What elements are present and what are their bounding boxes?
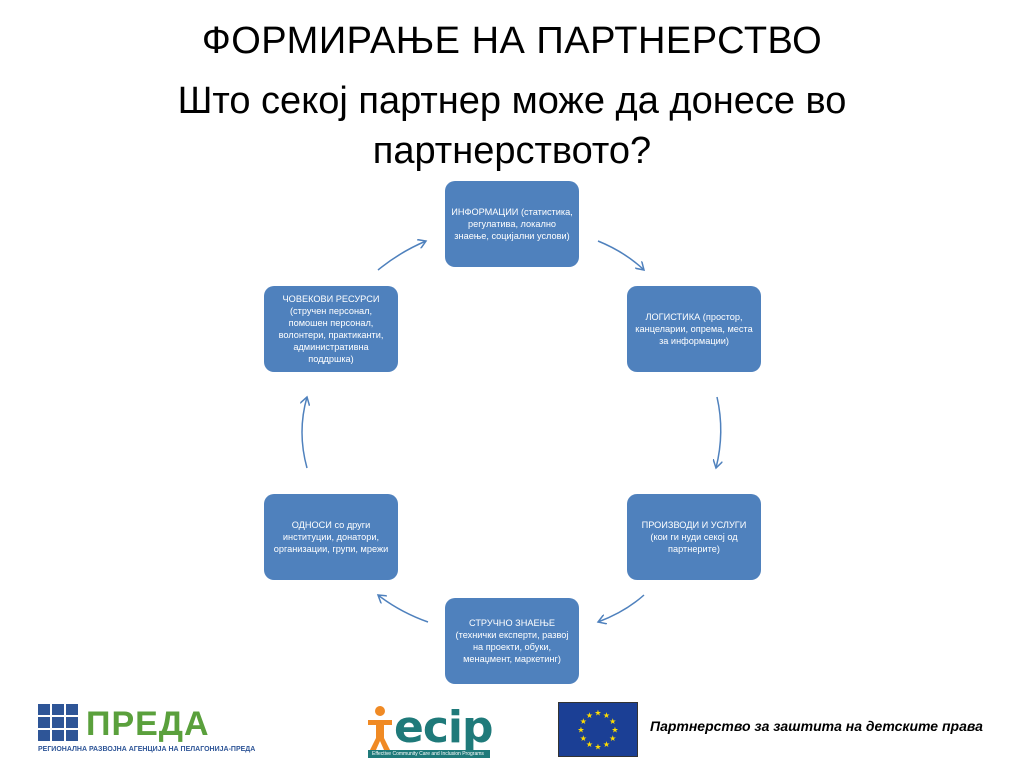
- star-icon: ★: [594, 743, 601, 752]
- preda-logo: ПРЕДА РЕГИОНАЛНА РАЗВОЈНА АГЕНЦИЈА НА ПЕ…: [38, 702, 255, 760]
- arrow-info-to-logistics: [597, 240, 644, 270]
- arrow-relations-to-human: [302, 397, 307, 469]
- star-icon: ★: [603, 711, 610, 720]
- ecip-logo: ecip Effective Community Care and Inclus…: [366, 702, 494, 760]
- node-human-resources: ЧОВЕКОВИ РЕСУРСИ (стручен персонал, помо…: [264, 286, 398, 372]
- preda-subtitle: РЕГИОНАЛНА РАЗВОЈНА АГЕНЦИЈА НА ПЕЛАГОНИ…: [38, 746, 256, 753]
- star-icon: ★: [603, 740, 610, 749]
- arrow-expertise-to-relations: [378, 595, 429, 623]
- star-icon: ★: [580, 734, 587, 743]
- arrow-products-to-expertise: [598, 594, 645, 622]
- slide-subtitle: Што секој партнер може да донесе во парт…: [177, 80, 847, 172]
- arrow-human-to-info: [377, 241, 426, 271]
- preda-name: ПРЕДА: [86, 705, 210, 743]
- ecip-name: ecip: [394, 702, 494, 753]
- node-expertise: СТРУЧНО ЗНАЕЊЕ (технички експерти, разво…: [445, 598, 579, 684]
- node-products-services: ПРОИЗВОДИ И УСЛУГИ (кои ги нуди секој од…: [627, 494, 761, 580]
- eu-flag-icon: ★★★★★★★★★★★★: [558, 702, 638, 757]
- node-logistics: ЛОГИСТИКА (простор, канцеларии, опрема, …: [627, 286, 761, 372]
- slide-title: ФОРМИРАЊЕ НА ПАРТНЕРСТВО: [201, 20, 823, 62]
- node-information: ИНФОРМАЦИИ (статистика, регулатива, лока…: [445, 181, 579, 267]
- star-icon: ★: [580, 717, 587, 726]
- person-icon: [368, 706, 392, 750]
- star-icon: ★: [609, 717, 616, 726]
- ecip-subtitle: Effective Community Care and Inclusion P…: [368, 750, 490, 758]
- star-icon: ★: [594, 709, 601, 718]
- star-icon: ★: [611, 726, 618, 735]
- star-icon: ★: [586, 711, 593, 720]
- grid-icon: [38, 704, 80, 744]
- arrow-logistics-to-products: [716, 396, 721, 468]
- footer-tagline: Партнерство за заштита на детските права: [650, 718, 983, 734]
- star-icon: ★: [609, 734, 616, 743]
- star-icon: ★: [586, 740, 593, 749]
- star-icon: ★: [577, 726, 584, 735]
- node-relations: ОДНОСИ со други институции, донатори, ор…: [264, 494, 398, 580]
